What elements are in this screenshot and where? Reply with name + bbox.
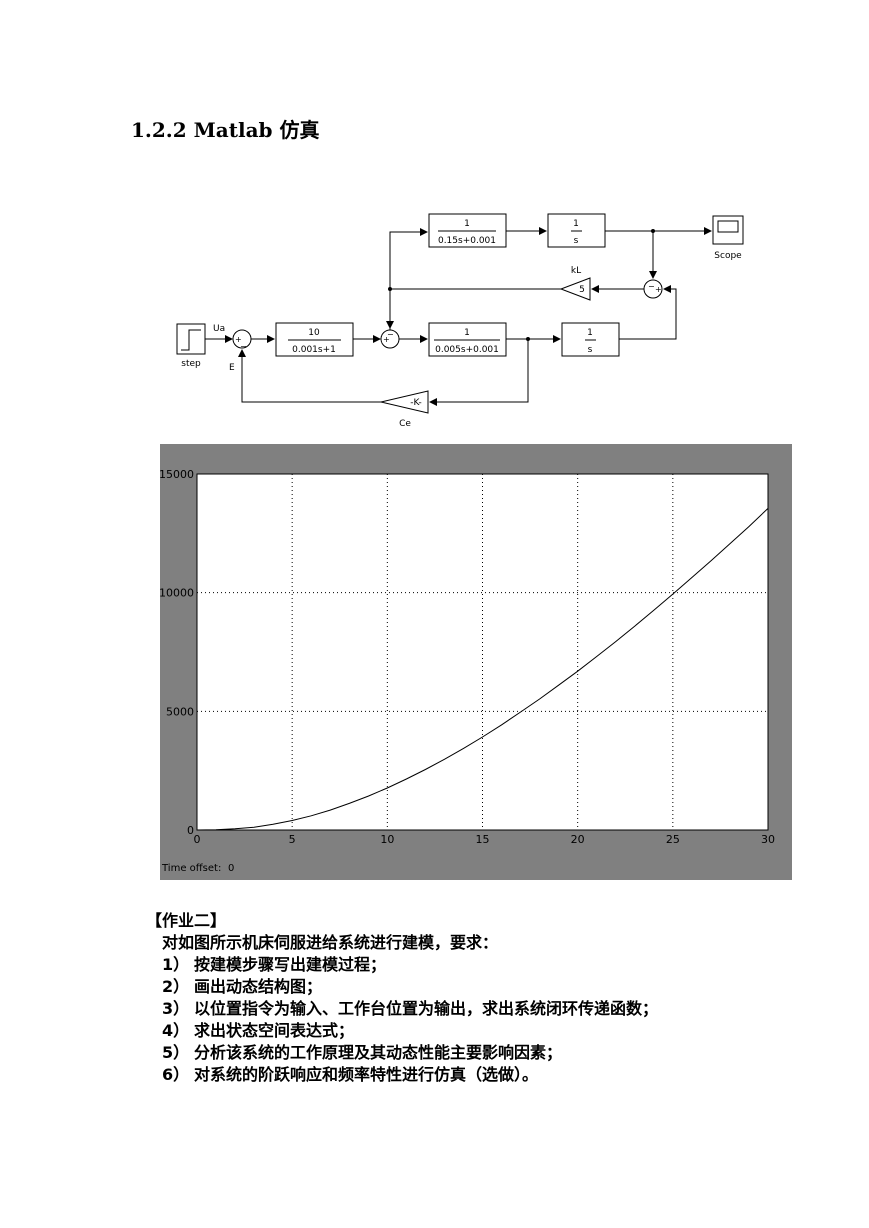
int2-numerator: 1 — [573, 219, 579, 229]
x-tick-label: 25 — [666, 833, 680, 846]
ce-label: Ce — [399, 419, 411, 429]
e-label: E — [229, 363, 235, 373]
ua-label: Ua — [213, 324, 225, 334]
kl-label: kL — [571, 266, 581, 276]
sum3-minus: − — [648, 282, 655, 291]
section-heading: 1.2.2 Matlab 仿真 — [131, 118, 320, 142]
y-axis-ticks: 0 5000 10000 15000 — [159, 468, 194, 837]
sum1-minus: − — [240, 342, 247, 351]
series-line — [196, 508, 769, 831]
time-offset-value: 0 — [228, 863, 234, 874]
homework-item-2: 2）画出动态结构图； — [162, 977, 323, 996]
homework-section: 【作业二】 对如图所示机床伺服进给系统进行建模，要求： 1）按建模步骤写出建模过… — [146, 910, 658, 1086]
gain-block-kl — [559, 277, 591, 301]
y-tick-label: 5000 — [166, 705, 194, 718]
x-tick-label: 15 — [476, 833, 490, 846]
sum3-plus: + — [655, 285, 662, 294]
homework-title: 【作业二】 — [146, 911, 227, 930]
x-tick-label: 10 — [380, 833, 394, 846]
int2-denominator: s — [574, 236, 579, 246]
scope-label: Scope — [714, 251, 742, 261]
y-tick-label: 0 — [187, 824, 194, 837]
g3-denominator: 0.15s+0.001 — [438, 236, 496, 246]
step-block — [176, 323, 206, 355]
x-axis-ticks: 0 5 10 15 20 25 30 — [194, 833, 776, 846]
sum2-plus: + — [383, 335, 390, 344]
homework-item-4: 4）求出状态空间表达式； — [162, 1021, 355, 1040]
simulink-block-diagram: step Ua E + − + − − + 10 0.001s+1 1 0.00… — [176, 213, 744, 429]
g3-numerator: 1 — [464, 219, 470, 229]
gain-block-ce — [380, 390, 429, 414]
homework-intro: 对如图所示机床伺服进给系统进行建模，要求： — [162, 933, 499, 952]
ce-value: -K- — [410, 398, 421, 408]
sum1-plus: + — [235, 335, 242, 344]
kl-value: 5 — [579, 285, 585, 295]
g2-denominator: 0.005s+0.001 — [435, 345, 499, 355]
sum2-minus: − — [387, 330, 394, 339]
x-tick-label: 30 — [761, 833, 775, 846]
homework-item-1: 1）按建模步骤写出建模过程； — [162, 955, 387, 974]
g1-numerator: 10 — [308, 328, 320, 338]
grid-lines — [197, 474, 768, 830]
step-label: step — [181, 359, 201, 369]
int1-denominator: s — [588, 345, 593, 355]
plot-area — [196, 473, 769, 831]
homework-item-3: 3）以位置指令为输入、工作台位置为输出，求出系统闭环传递函数； — [162, 999, 659, 1018]
scope-background — [160, 444, 792, 880]
g1-denominator: 0.001s+1 — [292, 345, 336, 355]
y-tick-label: 15000 — [159, 468, 194, 481]
homework-item-5: 5）分析该系统的工作原理及其动态性能主要影响因素； — [162, 1043, 563, 1062]
int1-numerator: 1 — [587, 328, 593, 338]
time-offset-label: Time offset: — [161, 863, 221, 874]
homework-item-6: 6）对系统的阶跃响应和频率特性进行仿真（选做）。 — [162, 1065, 539, 1084]
x-tick-label: 0 — [194, 833, 201, 846]
g2-numerator: 1 — [464, 328, 470, 338]
x-tick-label: 20 — [571, 833, 585, 846]
y-tick-label: 10000 — [159, 587, 194, 600]
x-tick-label: 5 — [289, 833, 296, 846]
